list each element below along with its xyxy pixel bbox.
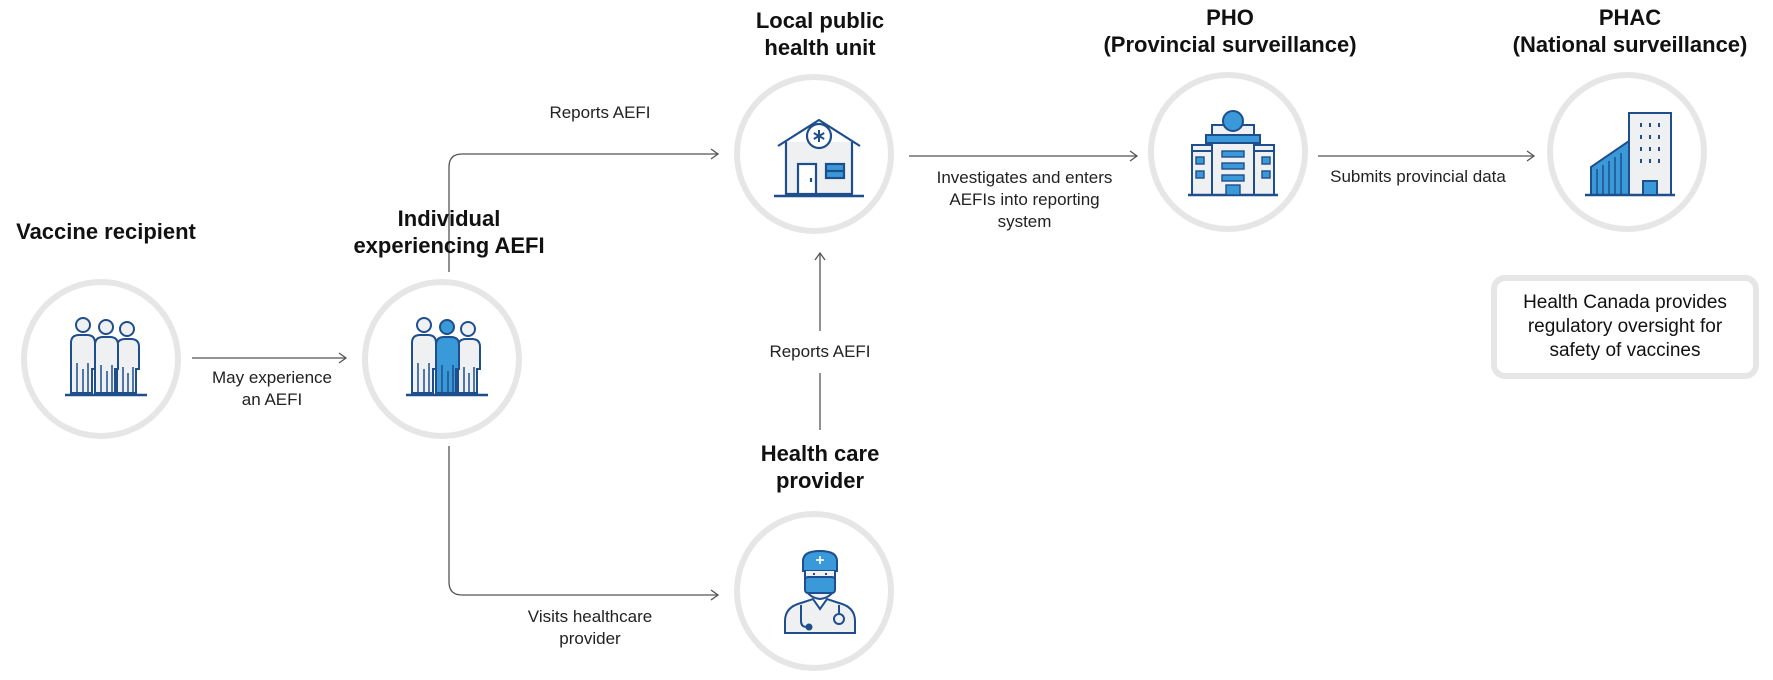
- edge-visits-provider: [448, 446, 717, 596]
- edge-label-visits-provider: Visits healthcare provider: [527, 607, 653, 648]
- individual-aefi-title: Individual experiencing AEFI: [353, 206, 545, 258]
- phac-title: PHAC (National surveillance): [1512, 5, 1748, 57]
- edge-label-reports-aefi-provider: Reports AEFI: [769, 342, 871, 361]
- health-care-provider-title: Health care provider: [760, 441, 880, 493]
- edge-label-may-experience: May experience an AEFI: [211, 368, 332, 409]
- edge-label-investigates: Investigates and enters AEFIs into repor…: [936, 168, 1113, 231]
- arrowhead: [1129, 150, 1139, 162]
- arrowhead: [338, 352, 348, 364]
- doctor-icon: [784, 549, 856, 634]
- edge-label-reports-aefi-top: Reports AEFI: [549, 103, 651, 122]
- edge-reports-aefi-top: [448, 153, 717, 272]
- arrowhead: [710, 589, 720, 601]
- health-canada-note: Health Canada provides regulatory oversi…: [1491, 275, 1759, 379]
- edge-label-submits: Submits provincial data: [1330, 167, 1506, 186]
- government-building-icon: [1585, 112, 1675, 197]
- health-unit-house-icon: [774, 118, 864, 198]
- local-phu-title: Local public health unit: [755, 8, 885, 60]
- vaccine-recipient-title: Vaccine recipient: [16, 219, 196, 244]
- hospital-building-icon: [1188, 110, 1278, 197]
- arrowhead: [814, 251, 826, 261]
- pho-title: PHO (Provincial surveillance): [1103, 5, 1357, 57]
- people-group-icon: [65, 317, 147, 397]
- arrowhead: [1526, 150, 1536, 162]
- arrowhead: [710, 148, 720, 160]
- people-group-highlighted-icon: [406, 317, 488, 397]
